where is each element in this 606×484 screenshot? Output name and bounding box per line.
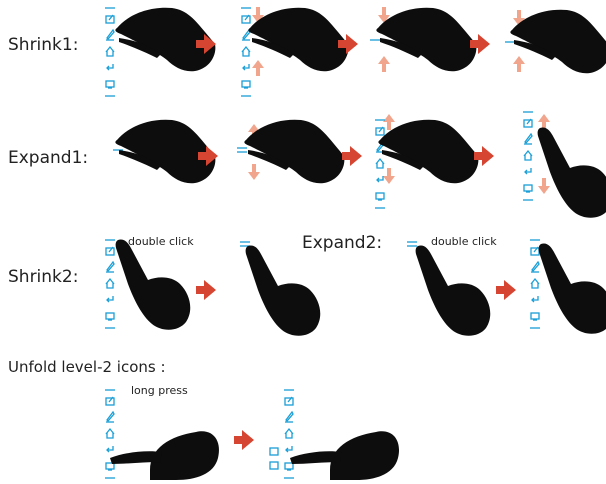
expand2-label: Expand2: xyxy=(302,233,383,253)
unfold-label: Unfold level-2 icons : xyxy=(8,358,166,376)
long-press-caption: long press xyxy=(131,384,188,397)
expand1-label: Expand1: xyxy=(8,148,89,168)
double-click-caption: double click xyxy=(128,235,194,248)
shrink1-label: Shrink1: xyxy=(8,35,79,55)
double-click-caption-2: double click xyxy=(431,235,497,248)
shrink2-label: Shrink2: xyxy=(8,267,79,287)
